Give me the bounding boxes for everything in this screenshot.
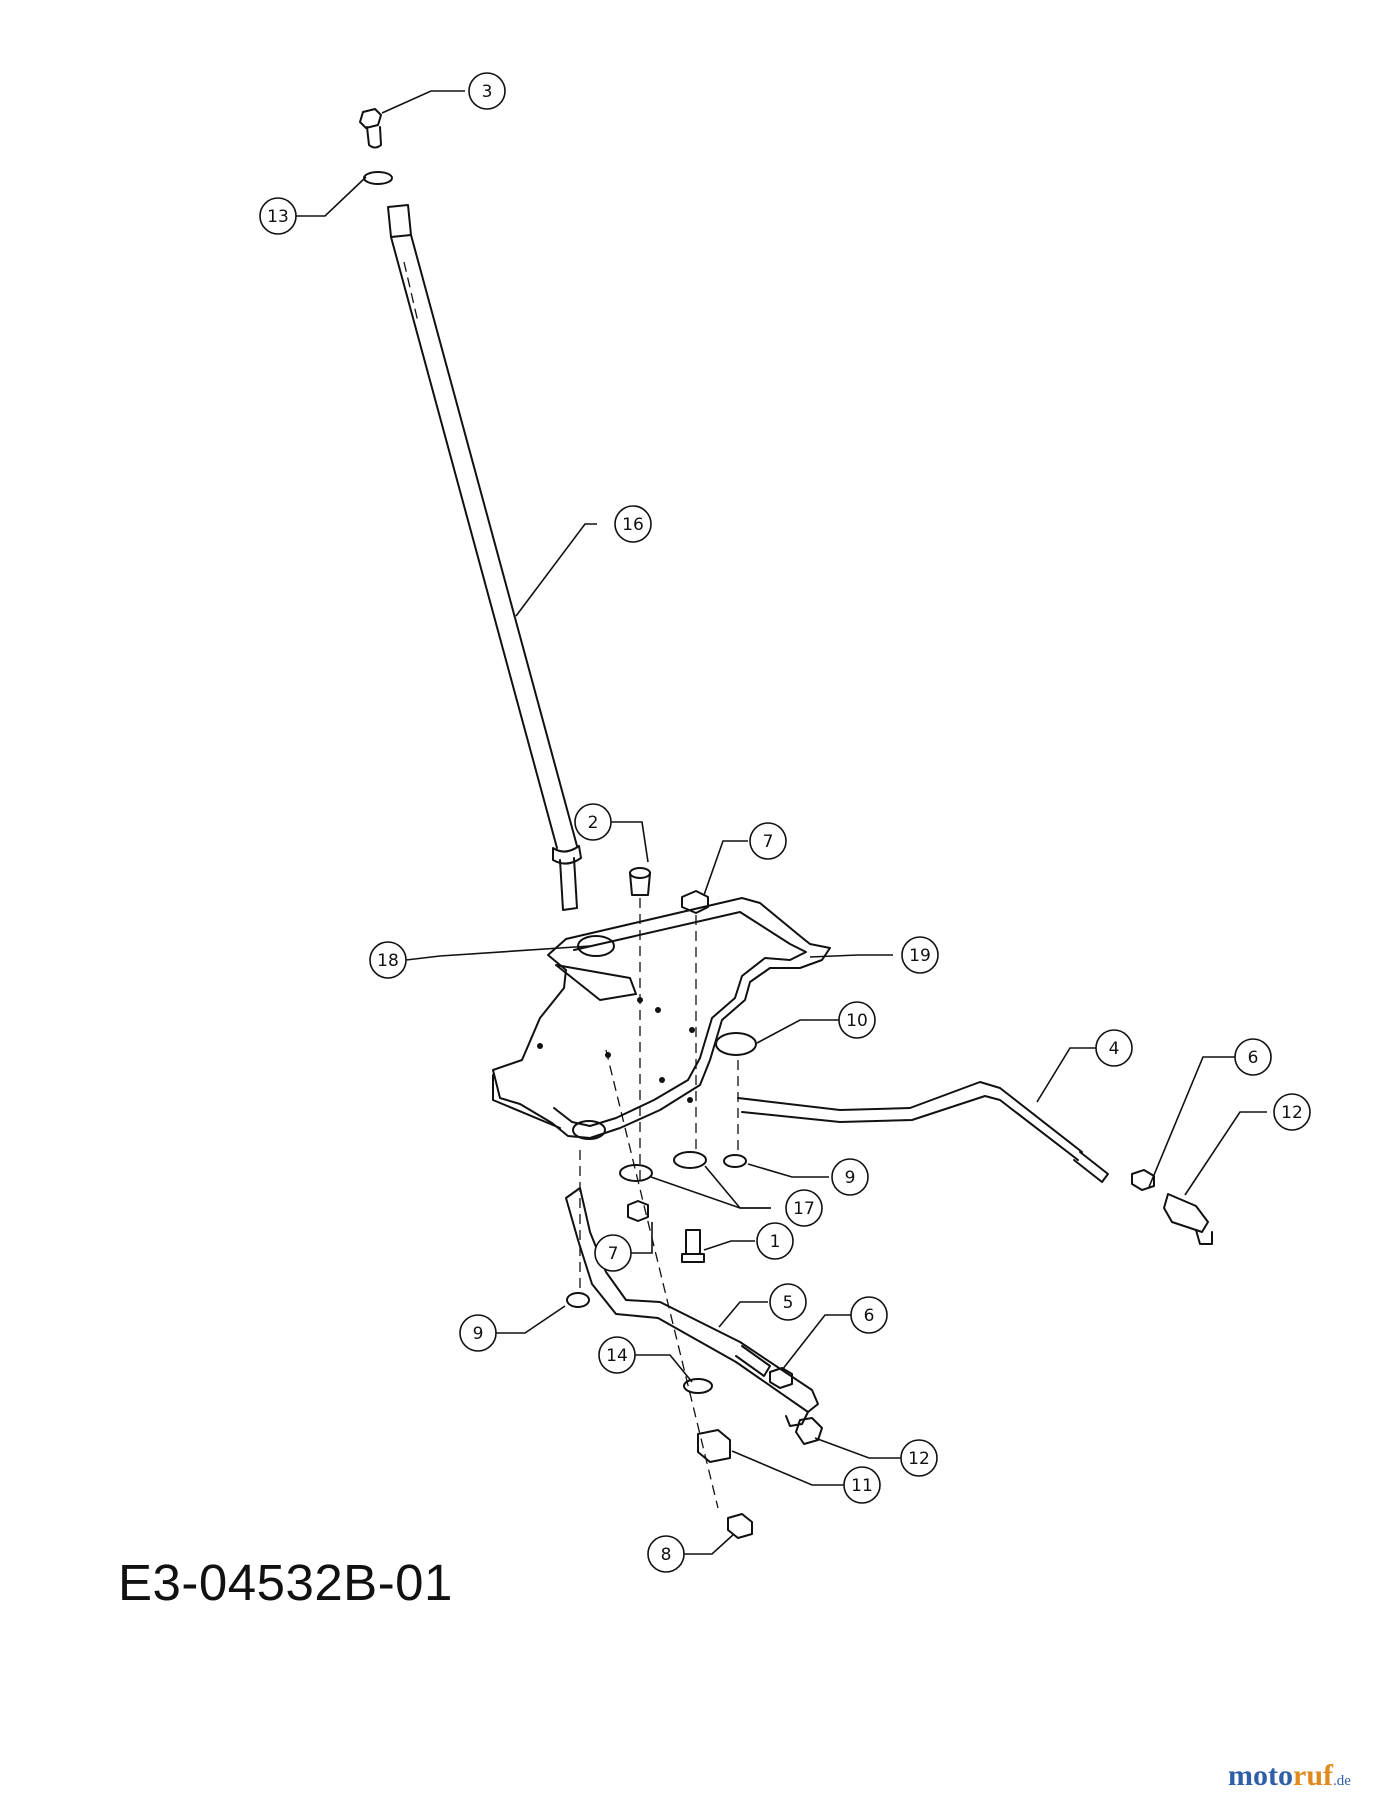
callout-bubble <box>843 1466 881 1504</box>
drag-link-part-4 <box>737 1081 1109 1183</box>
callout-bubble <box>598 1336 636 1374</box>
callout-label: 18 <box>377 951 399 971</box>
callout-17: 17 <box>785 1189 823 1227</box>
callout-label: 2 <box>588 813 599 833</box>
watermark-logo: motoruf.de <box>1228 1761 1351 1791</box>
washer-part-17-right <box>673 1151 707 1169</box>
callout-bubble <box>1095 1029 1133 1067</box>
callout-14: 14 <box>598 1336 636 1374</box>
watermark-tld: .de <box>1333 1773 1351 1789</box>
callout-bubble <box>369 941 407 979</box>
callout-label: 4 <box>1109 1039 1120 1059</box>
callout-bubble <box>838 1001 876 1039</box>
watermark-letter: o <box>1278 1759 1293 1792</box>
callout-10: 10 <box>838 1001 876 1039</box>
callout-6: 6 <box>1234 1038 1272 1076</box>
callout-bubble <box>831 1158 869 1196</box>
callout-label: 14 <box>606 1346 628 1366</box>
callout-label: 16 <box>622 515 644 535</box>
callout-label: 13 <box>267 207 289 227</box>
callout-7: 7 <box>749 822 787 860</box>
callout-bubble <box>259 197 297 235</box>
callout-leaders <box>294 90 1267 1555</box>
callout-bubble <box>785 1189 823 1227</box>
callout-bubble <box>647 1535 685 1573</box>
watermark-letter: u <box>1306 1759 1324 1792</box>
callout-19: 19 <box>901 936 939 974</box>
washer-part-14 <box>683 1378 713 1394</box>
sector-gear-part-11 <box>697 1429 731 1463</box>
callout-9: 9 <box>831 1158 869 1196</box>
screw-part-3 <box>359 108 382 149</box>
callout-5: 5 <box>769 1283 807 1321</box>
washer-part-17-left <box>619 1164 653 1182</box>
callout-bubble <box>901 936 939 974</box>
callout-7: 7 <box>594 1234 632 1272</box>
nut-part-7-lower <box>627 1200 649 1222</box>
callout-bubble <box>1234 1038 1272 1076</box>
callout-3: 3 <box>468 72 506 110</box>
callout-12: 12 <box>900 1439 938 1477</box>
callout-9: 9 <box>459 1314 497 1352</box>
callout-16: 16 <box>614 505 652 543</box>
callouts: 3 13 16 2 7 18 19 10 4 6 12 9 17 7 1 5 6 9 14 12 11 8 <box>259 72 1311 1573</box>
watermark-letter: o <box>1253 1759 1268 1792</box>
callout-label: 10 <box>846 1011 868 1031</box>
nut-part-7-top <box>681 890 709 914</box>
callout-label: 11 <box>851 1476 873 1496</box>
callout-bubble <box>574 803 612 841</box>
callout-label: 6 <box>864 1306 875 1326</box>
callout-11: 11 <box>843 1466 881 1504</box>
callout-label: 7 <box>608 1244 619 1264</box>
callout-bubble <box>614 505 652 543</box>
washer-part-13 <box>363 171 393 185</box>
callout-label: 12 <box>1281 1103 1303 1123</box>
callout-label: 19 <box>909 946 931 966</box>
nut-part-6-lower <box>769 1367 793 1389</box>
callout-bubble <box>459 1314 497 1352</box>
callout-bubble <box>756 1222 794 1260</box>
ball-joint-part-12-lower <box>795 1417 823 1445</box>
watermark-letter: m <box>1228 1759 1253 1792</box>
callout-label: 7 <box>763 832 774 852</box>
callout-4: 4 <box>1095 1029 1133 1067</box>
callout-bubble <box>594 1234 632 1272</box>
callout-bubble <box>468 72 506 110</box>
callout-13: 13 <box>259 197 297 235</box>
callout-bubble <box>900 1439 938 1477</box>
watermark-letter: t <box>1268 1759 1278 1792</box>
nut-part-6-right <box>1131 1169 1155 1191</box>
bolt-part-2 <box>629 867 651 896</box>
nut-part-9-left <box>566 1292 590 1308</box>
callout-12: 12 <box>1273 1093 1311 1131</box>
nut-part-8 <box>727 1513 753 1539</box>
steering-shaft-part-16 <box>387 204 582 911</box>
callout-bubble <box>749 822 787 860</box>
callout-label: 17 <box>793 1199 815 1219</box>
nut-part-9-right <box>723 1154 747 1168</box>
callout-label: 9 <box>473 1324 484 1344</box>
callout-label: 8 <box>661 1545 672 1565</box>
callout-6: 6 <box>850 1296 888 1334</box>
callout-bubble <box>1273 1093 1311 1131</box>
callout-label: 3 <box>482 82 493 102</box>
callout-2: 2 <box>574 803 612 841</box>
callout-1: 1 <box>756 1222 794 1260</box>
callout-label: 6 <box>1248 1048 1259 1068</box>
callout-bubble <box>850 1296 888 1334</box>
callout-label: 1 <box>770 1232 781 1252</box>
drawing-code: E3-04532B-01 <box>118 1554 453 1611</box>
callout-bubble <box>769 1283 807 1321</box>
callout-label: 9 <box>845 1168 856 1188</box>
bolt-part-1 <box>681 1229 705 1263</box>
ball-joint-part-12-right <box>1163 1193 1213 1245</box>
mounting-plate-part <box>492 897 831 1140</box>
callout-8: 8 <box>647 1535 685 1573</box>
watermark-letter: r <box>1293 1759 1307 1792</box>
watermark-letter: f <box>1323 1759 1334 1792</box>
callout-label: 12 <box>908 1449 930 1469</box>
callout-label: 5 <box>783 1293 794 1313</box>
callout-18: 18 <box>369 941 407 979</box>
